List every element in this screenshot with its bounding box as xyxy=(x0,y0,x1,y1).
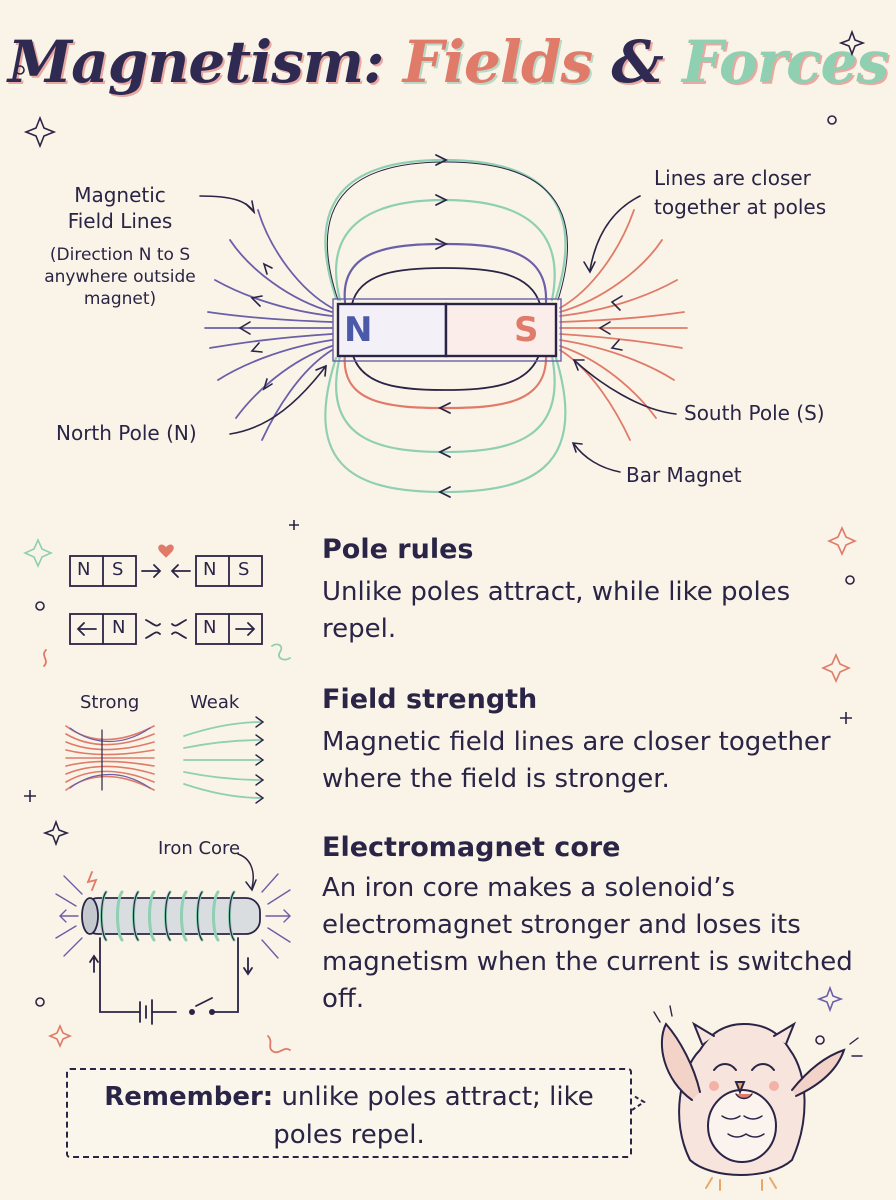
field-strength-heading: Field strength xyxy=(322,684,538,715)
bar-magnet xyxy=(332,298,562,362)
field-lines-label: Magnetic Field Lines xyxy=(40,182,200,234)
owl-mascot-icon xyxy=(653,1005,863,1191)
sparkle-decorations xyxy=(15,29,866,1049)
closer-lines-label: Lines are closer together at poles xyxy=(654,164,884,222)
bar-magnet-field-diagram xyxy=(199,154,688,498)
pole-rules-diagram xyxy=(43,544,291,667)
south-pole-label: South Pole (S) xyxy=(684,401,825,425)
title-part-fields: Fields xyxy=(402,28,593,96)
field-lines-label-line1: Magnetic xyxy=(74,183,166,207)
magnet-s-letter: S xyxy=(514,310,539,350)
field-lines-note-line2: anywhere outside xyxy=(44,267,196,287)
pole-rules-body: Unlike poles attract, while like poles r… xyxy=(322,577,791,644)
field-strength-body: Magnetic field lines are closer together… xyxy=(322,727,831,794)
mini-magnet-4-n: N xyxy=(203,617,217,638)
strong-label: Strong xyxy=(80,692,140,713)
magnet-n-letter: N xyxy=(344,310,373,350)
field-lines-note: (Direction N to S anywhere outside magne… xyxy=(22,244,218,310)
title-part-ampersand: & xyxy=(611,28,663,96)
pole-rules-heading: Pole rules xyxy=(322,534,474,565)
field-lines-note-line3: magnet) xyxy=(83,289,157,309)
mini-magnet-1-n: N xyxy=(77,559,91,580)
closer-lines-label-line1: Lines are closer xyxy=(654,166,811,190)
north-pole-label: North Pole (N) xyxy=(56,421,197,445)
remember-callout: Remember: unlike poles attract; like pol… xyxy=(66,1068,632,1158)
field-lines-label-line2: Field Lines xyxy=(67,209,173,233)
remember-text: unlike poles attract; like poles repel. xyxy=(273,1082,594,1150)
bar-magnet-label: Bar Magnet xyxy=(626,463,742,487)
remember-label: Remember: xyxy=(104,1082,274,1112)
callout-tail xyxy=(631,1095,646,1111)
mini-magnet-2-n: N xyxy=(203,559,217,580)
field-lines-note-line1: (Direction N to S xyxy=(49,245,191,265)
iron-core-label: Iron Core xyxy=(158,838,241,859)
electromagnet-body: An iron core makes a solenoid’s electrom… xyxy=(322,873,853,1014)
weak-label: Weak xyxy=(190,692,240,713)
mini-magnet-2-s: S xyxy=(238,559,250,580)
closer-lines-label-line2: together at poles xyxy=(654,195,827,219)
electromagnet-diagram xyxy=(55,853,291,1054)
title-part-magnetism: Magnetism: xyxy=(7,28,385,96)
mini-magnet-3-n: N xyxy=(112,617,126,638)
field-strength-diagram xyxy=(65,716,265,804)
mini-magnet-1-s: S xyxy=(112,559,124,580)
electromagnet-heading: Electromagnet core xyxy=(322,832,621,863)
